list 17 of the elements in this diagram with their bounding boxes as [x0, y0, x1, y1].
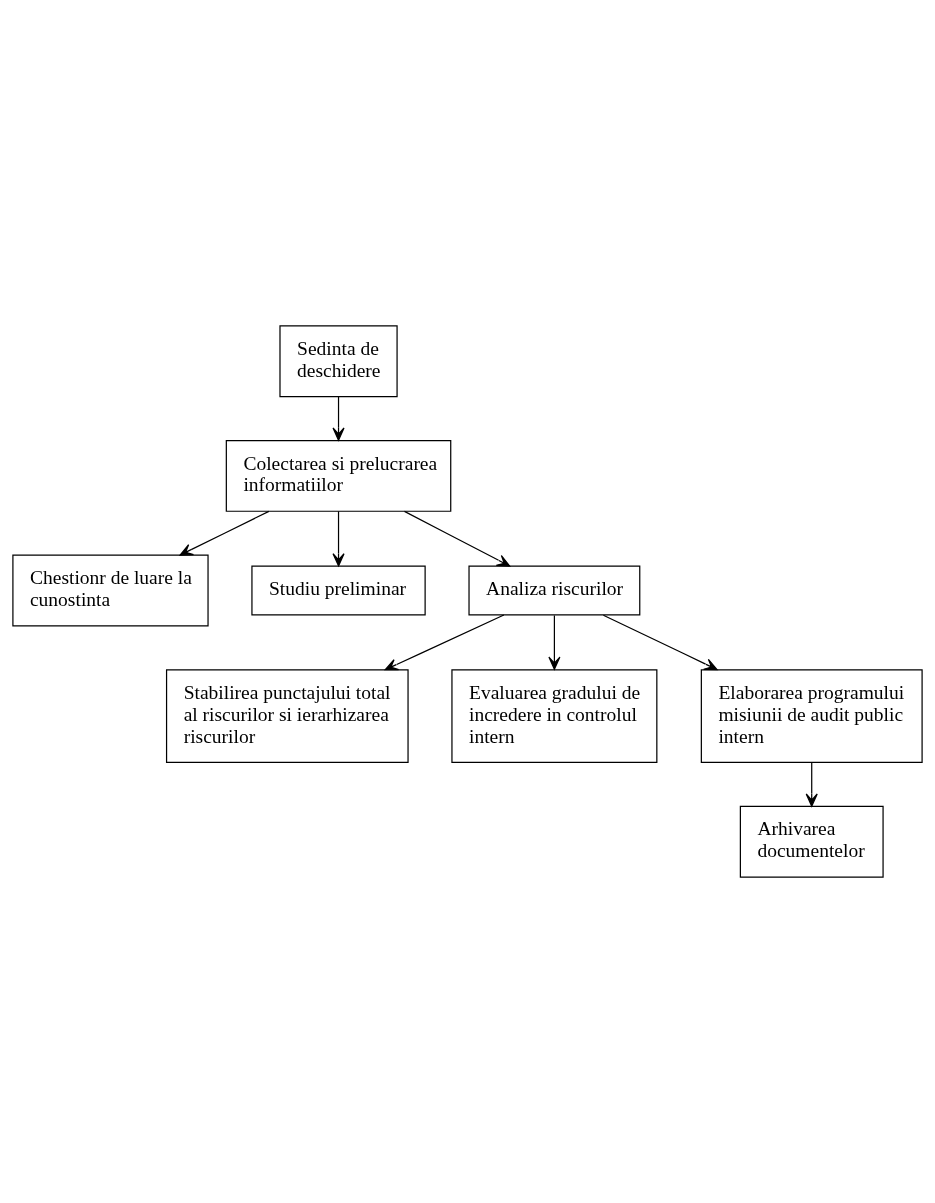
- arrow: [403, 510, 511, 567]
- node-box: Arhivarea documentelor: [739, 805, 884, 878]
- node-box: Analiza riscurilor: [468, 565, 641, 616]
- node-box: Sedinta de deschidere: [279, 325, 398, 398]
- node-box: Evaluarea gradului de incredere in controlul intern: [451, 669, 658, 764]
- node-box: Elaborarea programului misiunii de audit public intern: [700, 669, 923, 764]
- node-box: Colectarea si prelucrarea informatiilor: [225, 439, 452, 512]
- arrow: [805, 761, 818, 807]
- node-box: Studiu preliminar: [251, 565, 426, 616]
- arrow: [179, 510, 270, 556]
- arrow: [332, 396, 345, 441]
- arrow: [548, 614, 561, 670]
- node-box: Stabilirea punctajului total al riscurilor si ierarhizarea riscurilor: [165, 669, 409, 764]
- arrow: [602, 614, 718, 671]
- arrow: [332, 510, 345, 567]
- node-box: Chestionr de luare la cunostinta: [12, 554, 209, 627]
- arrow: [384, 614, 505, 671]
